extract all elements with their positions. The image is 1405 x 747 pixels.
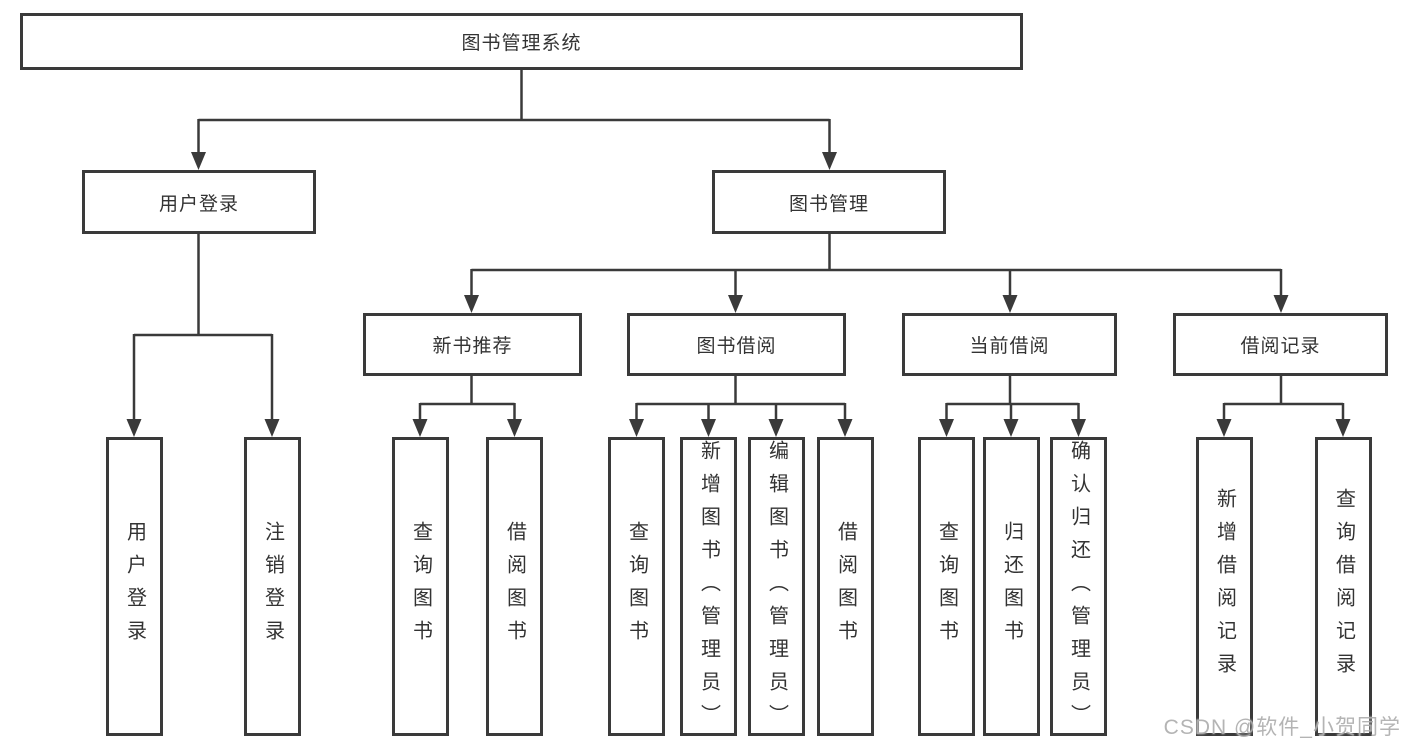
leaf-query-borrow-record: 查询借阅记录: [1315, 437, 1372, 736]
node-user-login: 用户登录: [82, 170, 316, 234]
csdn-watermark: CSDN @软件_小贺同学: [1163, 716, 1401, 739]
node-book-borrow: 图书借阅: [627, 313, 846, 376]
node-book-management: 图书管理: [712, 170, 946, 234]
leaf-borrow-books-borrow: 借阅图书: [817, 437, 874, 736]
leaf-return-book: 归还图书: [983, 437, 1040, 736]
leaf-confirm-return-admin: 确认归还（管理员）: [1050, 437, 1107, 737]
leaf-query-books-borrow: 查询图书: [608, 437, 665, 736]
leaf-query-books-current: 查询图书: [918, 437, 975, 736]
node-new-book-recommend: 新书推荐: [363, 313, 582, 376]
leaf-logout-login: 注销登录: [244, 437, 301, 736]
leaf-user-login: 用户登录: [106, 437, 163, 736]
leaf-query-books-recommend: 查询图书: [392, 437, 449, 736]
leaf-add-book-admin: 新增图书（管理员）: [680, 437, 737, 737]
node-borrow-records: 借阅记录: [1173, 313, 1388, 376]
leaf-borrow-books-recommend: 借阅图书: [486, 437, 543, 736]
node-current-borrow: 当前借阅: [902, 313, 1117, 376]
node-root: 图书管理系统: [20, 13, 1023, 70]
leaf-add-borrow-record: 新增借阅记录: [1196, 437, 1253, 736]
leaf-edit-book-admin: 编辑图书（管理员）: [748, 437, 805, 737]
